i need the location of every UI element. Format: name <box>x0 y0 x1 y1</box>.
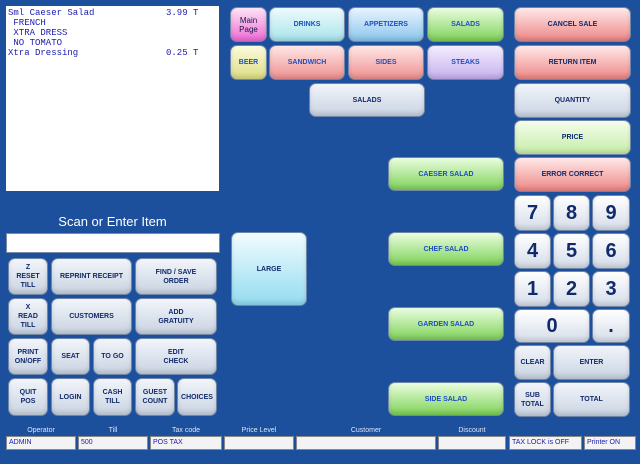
receipt-panel[interactable]: Sml Caeser Salad 3.99 T FRENCH XTRA DRES… <box>6 6 219 191</box>
quit-pos-button[interactable]: QUIT POS <box>8 378 48 416</box>
keypad-0[interactable]: 0 <box>514 309 590 343</box>
add-gratuity-button[interactable]: ADD GRATUITY <box>135 298 217 335</box>
scan-label: Scan or Enter Item <box>58 214 167 229</box>
receipt-line-price: 3.99 T <box>166 8 199 18</box>
category-steaks[interactable]: STEAKS <box>427 45 504 80</box>
cash-till-button[interactable]: CASH TILL <box>93 378 132 416</box>
find-save-order-button[interactable]: FIND / SAVE ORDER <box>135 258 217 295</box>
reprint-receipt-button[interactable]: REPRINT RECEIPT <box>51 258 132 295</box>
price-button[interactable]: PRICE <box>514 120 631 155</box>
status-customer-value <box>296 436 436 450</box>
status-label-discount: Discount <box>458 427 486 434</box>
keypad-4[interactable]: 4 <box>514 233 551 269</box>
seat-button[interactable]: SEAT <box>51 338 90 375</box>
menu-item-caeser-salad[interactable]: CAESER SALAD <box>388 157 504 191</box>
receipt-line-modifier: XTRA DRESS <box>8 28 68 38</box>
keypad-8[interactable]: 8 <box>553 195 590 231</box>
keypad-2[interactable]: 2 <box>553 271 590 307</box>
return-item-button[interactable]: RETURN ITEM <box>514 45 631 80</box>
category-appetizers[interactable]: APPETIZERS <box>348 7 424 42</box>
enter-button[interactable]: ENTER <box>553 345 630 380</box>
print-onoff-button[interactable]: PRINT ON/OFF <box>8 338 48 375</box>
login-button[interactable]: LOGIN <box>51 378 90 416</box>
keypad-decimal[interactable]: . <box>592 309 630 343</box>
category-sides[interactable]: SIDES <box>348 45 424 80</box>
status-label-price-level: Price Level <box>241 427 277 434</box>
category-sandwich[interactable]: SANDWICH <box>269 45 345 80</box>
customers-button[interactable]: CUSTOMERS <box>51 298 132 335</box>
receipt-line-modifier: FRENCH <box>8 18 46 28</box>
status-price-level-value <box>224 436 294 450</box>
keypad-1[interactable]: 1 <box>514 271 551 307</box>
status-till-value: 500 <box>78 436 148 450</box>
category-beer[interactable]: BEER <box>230 45 267 80</box>
status-label-customer: Customer <box>350 427 382 434</box>
size-large-button[interactable]: LARGE <box>231 232 307 306</box>
menu-item-garden-salad[interactable]: GARDEN SALAD <box>388 307 504 341</box>
keypad-3[interactable]: 3 <box>592 271 630 307</box>
receipt-line-price: 0.25 T <box>166 48 199 58</box>
to-go-button[interactable]: TO GO <box>93 338 132 375</box>
category-main-page[interactable]: Main Page <box>230 7 267 42</box>
status-operator-value: ADMIN <box>6 436 76 450</box>
status-printer: Printer ON <box>584 436 636 450</box>
scan-input[interactable] <box>6 233 220 253</box>
receipt-line-item: Xtra Dressing <box>8 48 79 58</box>
category-salads[interactable]: SALADS <box>427 7 504 42</box>
status-label-till: Till <box>108 427 118 434</box>
sub-total-button[interactable]: SUB TOTAL <box>514 382 551 417</box>
status-label-tax-code: Tax code <box>171 427 201 434</box>
status-discount-value <box>438 436 506 450</box>
guest-count-button[interactable]: GUEST COUNT <box>135 378 175 416</box>
z-reset-till-button[interactable]: Z RESET TILL <box>8 258 48 295</box>
clear-button[interactable]: CLEAR <box>514 345 551 380</box>
cancel-sale-button[interactable]: CANCEL SALE <box>514 7 631 42</box>
menu-item-chef-salad[interactable]: CHEF SALAD <box>388 232 504 266</box>
receipt-line-item: Sml Caeser Salad <box>8 8 95 18</box>
category-drinks[interactable]: DRINKS <box>269 7 345 42</box>
choices-button[interactable]: CHOICES <box>177 378 217 416</box>
keypad-6[interactable]: 6 <box>592 233 630 269</box>
edit-check-button[interactable]: EDIT CHECK <box>135 338 217 375</box>
quantity-button[interactable]: QUANTITY <box>514 83 631 118</box>
status-tax-lock: TAX LOCK is OFF <box>509 436 582 450</box>
total-button[interactable]: TOTAL <box>553 382 630 417</box>
menu-group-salads[interactable]: SALADS <box>309 83 425 117</box>
status-label-operator: Operator <box>27 427 55 434</box>
x-read-till-button[interactable]: X READ TILL <box>8 298 48 335</box>
keypad-7[interactable]: 7 <box>514 195 551 231</box>
menu-item-side-salad[interactable]: SIDE SALAD <box>388 382 504 416</box>
status-tax-code-value: POS TAX <box>150 436 222 450</box>
receipt-line-modifier: NO TOMATO <box>8 38 63 48</box>
keypad-9[interactable]: 9 <box>592 195 630 231</box>
error-correct-button[interactable]: ERROR CORRECT <box>514 157 631 192</box>
keypad-5[interactable]: 5 <box>553 233 590 269</box>
